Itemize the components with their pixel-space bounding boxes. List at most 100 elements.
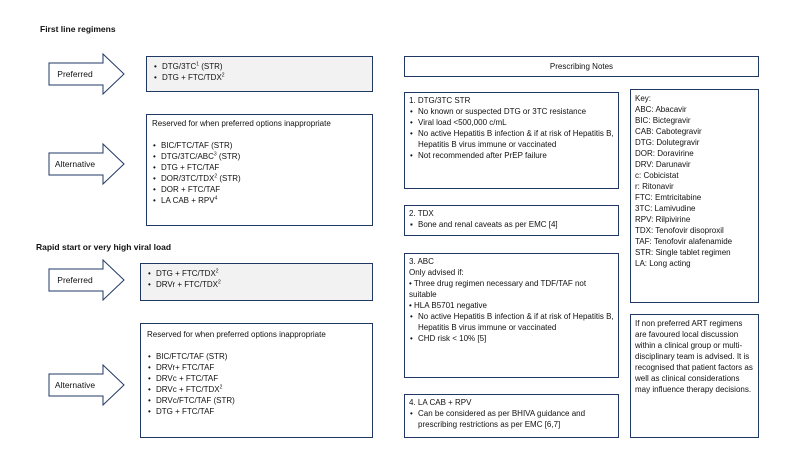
rapid-alternative-box: Reserved for when preferred options inap…: [140, 323, 373, 438]
list-item: DTG/3TC/ABC3 (STR): [152, 151, 367, 162]
key-entry: RPV: Rilpivirine: [635, 215, 691, 224]
regimen-text: DTG + FTC/TDX: [156, 269, 216, 278]
rapid-start-heading: Rapid start or very high viral load: [36, 242, 172, 252]
list-item: DTG + FTC/TDX2: [153, 72, 366, 83]
key-entry: CAB: Cabotegravir: [635, 127, 702, 136]
list-item: No active Hepatitis B infection & if at …: [409, 128, 614, 150]
alternative-arrow-1-label: Alternative: [54, 159, 96, 169]
note-abc-intro: Only advised if:: [409, 268, 464, 277]
footnote-marker: 2: [215, 268, 219, 275]
regimen-text: DRVr+ FTC/TAF: [156, 363, 215, 372]
note-tdx-list: Bone and renal caveats as per EMC [4]: [409, 219, 614, 230]
key-entry: TDX: Tenofovir disoproxil: [635, 226, 724, 235]
key-entry: DTG: Dolutegravir: [635, 138, 700, 147]
list-item: BIC/FTC/TAF (STR): [152, 140, 367, 151]
note-abc-list: No active Hepatitis B infection & if at …: [409, 311, 614, 344]
key-entry: DOR: Doravirine: [635, 149, 694, 158]
list-item: Bone and renal caveats as per EMC [4]: [409, 219, 614, 230]
first-line-heading: First line regimens: [40, 24, 116, 34]
footnote-marker: 2: [221, 72, 225, 79]
note-abc-title: 3. ABC: [409, 257, 434, 266]
regimen-text: DTG + FTC/TAF: [156, 407, 215, 416]
rapid-alternative-list: BIC/FTC/TAF (STR) DRVr+ FTC/TAF DRVc + FTC…: [147, 351, 366, 417]
note-tdx-box: 2. TDX Bone and renal caveats as per EMC…: [404, 205, 619, 236]
key-entry: 3TC: Lamivudine: [635, 204, 696, 213]
list-item: No active Hepatitis B infection & if at …: [409, 311, 614, 333]
rapid-preferred-box: DTG + FTC/TDX2DRVr + FTC/TDX2: [140, 263, 373, 301]
note-lacab-title: 4. LA CAB + RPV: [409, 398, 472, 407]
regimen-suffix: (STR): [217, 174, 241, 183]
list-item: DTG + FTC/TAF: [147, 406, 366, 417]
regimen-text: DTG + FTC/TAF: [161, 163, 220, 172]
rapid-alternative-intro: Reserved for when preferred options inap…: [147, 330, 326, 339]
prescribing-notes-header: Prescribing Notes: [404, 56, 759, 77]
note-abc-condition-2: • HLA B5701 negative: [409, 301, 487, 310]
key-entry: DRV: Darunavir: [635, 160, 691, 169]
footnote-marker: 4: [214, 195, 218, 202]
list-item: DRVc + FTC/TAF: [147, 373, 366, 384]
regimen-text: DRVr + FTC/TDX: [156, 280, 219, 289]
preferred-arrow-1-label: Preferred: [57, 69, 93, 79]
note-dtg-list: No known or suspected DTG or 3TC resista…: [409, 106, 614, 161]
note-abc-box: 3. ABC Only advised if: • Three drug reg…: [404, 253, 619, 378]
regimen-text: DTG + FTC/TDX: [162, 73, 222, 82]
regimen-text: DOR/3TC/TDX: [161, 174, 215, 183]
key-entry: ABC: Abacavir: [635, 105, 687, 114]
list-item: DRVr+ FTC/TAF: [147, 362, 366, 373]
regimen-suffix: (STR): [216, 152, 241, 161]
list-item: Viral load <500,000 c/mL: [409, 117, 614, 128]
footnote-marker: 2: [219, 384, 223, 391]
regimen-text: DRVc/FTC/TAF (STR): [156, 396, 235, 405]
regimen-text: BIC/FTC/TAF (STR): [156, 352, 228, 361]
list-item: DRVr + FTC/TDX2: [147, 279, 366, 290]
list-item: Can be considered as per BHIVA guidance …: [409, 408, 614, 430]
key-entry: LA: Long acting: [635, 259, 691, 268]
list-item: DTG/3TC1 (STR): [153, 61, 366, 72]
preferred-arrow-2: [48, 259, 125, 301]
alternative-arrow-2: [48, 364, 125, 406]
first-line-alternative-intro: Reserved for when preferred options inap…: [152, 119, 331, 128]
regimen-text: DRVc + FTC/TDX: [156, 385, 220, 394]
note-dtg-title: 1. DTG/3TC STR: [409, 96, 471, 105]
non-preferred-note-box: If non preferred ART regimens are favour…: [630, 314, 759, 438]
first-line-alternative-box: Reserved for when preferred options inap…: [146, 114, 373, 226]
list-item: LA CAB + RPV4: [152, 195, 367, 206]
first-line-preferred-list: DTG/3TC1 (STR)DTG + FTC/TDX2: [153, 61, 366, 83]
list-item: DOR/3TC/TDX2 (STR): [152, 173, 367, 184]
list-item: DRVc/FTC/TAF (STR): [147, 395, 366, 406]
list-item: BIC/FTC/TAF (STR): [147, 351, 366, 362]
key-entry: STR: Single tablet regimen: [635, 248, 731, 257]
footnote-marker: 2: [214, 173, 218, 180]
key-title: Key:: [635, 94, 652, 103]
list-item: DTG + FTC/TDX2: [147, 268, 366, 279]
alternative-arrow-1: [48, 143, 125, 185]
list-item: DTG + FTC/TAF: [152, 162, 367, 173]
list-item: DOR + FTC/TAF: [152, 184, 367, 195]
list-item: Not recommended after PrEP failure: [409, 150, 614, 161]
regimen-text: DTG/3TC/ABC: [161, 152, 214, 161]
prescribing-notes-title: Prescribing Notes: [549, 62, 614, 71]
preferred-arrow-1: [48, 53, 125, 95]
first-line-preferred-box: DTG/3TC1 (STR)DTG + FTC/TDX2: [146, 56, 373, 92]
non-preferred-note-text: If non preferred ART regimens are favour…: [635, 319, 753, 394]
list-item: DRVc + FTC/TDX2: [147, 384, 366, 395]
first-line-alternative-list: BIC/FTC/TAF (STR)DTG/3TC/ABC3 (STR)DTG +…: [152, 140, 367, 206]
note-lacab-list: Can be considered as per BHIVA guidance …: [409, 408, 614, 430]
regimen-suffix: (STR): [199, 62, 223, 71]
footnote-marker: 2: [218, 279, 221, 286]
note-tdx-title: 2. TDX: [409, 209, 434, 218]
key-entry: BIC: Bictegravir: [635, 116, 691, 125]
regimen-text: BIC/FTC/TAF (STR): [161, 141, 233, 150]
regimen-text: DTG/3TC: [162, 62, 197, 71]
regimen-text: DRVc + FTC/TAF: [156, 374, 219, 383]
regimen-text: LA CAB + RPV: [161, 196, 215, 205]
key-entry: r: Ritonavir: [635, 182, 674, 191]
footnote-marker: 3: [213, 151, 217, 158]
list-item: No known or suspected DTG or 3TC resista…: [409, 106, 614, 117]
note-abc-condition-1: • Three drug regimen necessary and TDF/T…: [409, 279, 587, 299]
key-entry: c: Cobicistat: [635, 171, 679, 180]
preferred-arrow-2-label: Preferred: [57, 275, 93, 285]
note-lacab-box: 4. LA CAB + RPV Can be considered as per…: [404, 394, 619, 438]
